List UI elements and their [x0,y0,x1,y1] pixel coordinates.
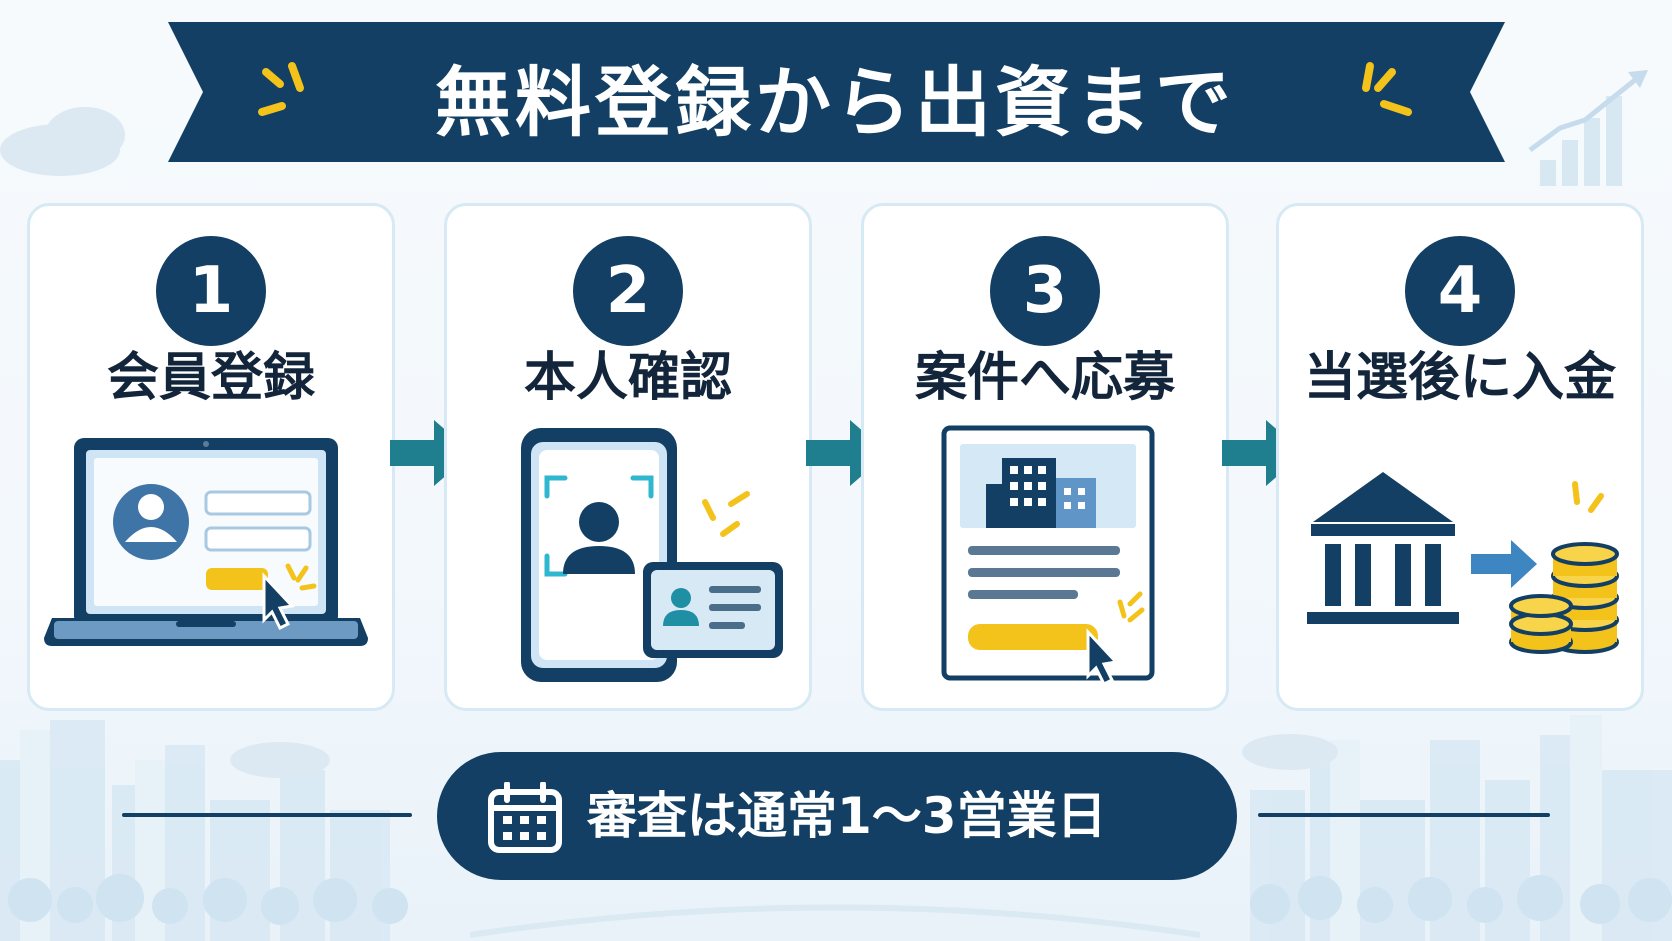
sparkle-right-icon [1362,62,1412,116]
step-number-3: 3 [990,236,1100,346]
review-period-badge: 審査は通常1〜3営業日 [437,752,1237,880]
page-title: 無料登録から出資まで [435,58,1235,147]
title-ribbon [168,22,1505,162]
step-card-2: 2 本人確認 [444,203,812,711]
calendar-icon [488,782,562,853]
divider-right [1258,813,1550,817]
project-application-icon [941,425,1155,687]
step-card-4: 4 当選後に入金 [1276,203,1644,711]
step-card-1: 1 会員登録 [27,203,395,711]
step-label-2: 本人確認 [523,348,732,408]
bank-deposit-icon [1307,472,1619,654]
step-number-4: 4 [1405,236,1515,346]
review-period-text: 審査は通常1〜3営業日 [587,787,1107,845]
step-label-3: 案件へ応募 [914,348,1175,408]
step-label-4: 当選後に入金 [1303,348,1616,408]
identity-verification-icon [521,428,783,682]
divider-left [122,813,412,817]
step-card-3: 3 案件へ応募 [861,203,1229,711]
step-label-1: 会員登録 [106,348,315,408]
step-number-2: 2 [573,236,683,346]
sparkle-left-icon [258,62,304,116]
laptop-signup-icon [44,438,368,646]
step-number-1: 1 [156,236,266,346]
